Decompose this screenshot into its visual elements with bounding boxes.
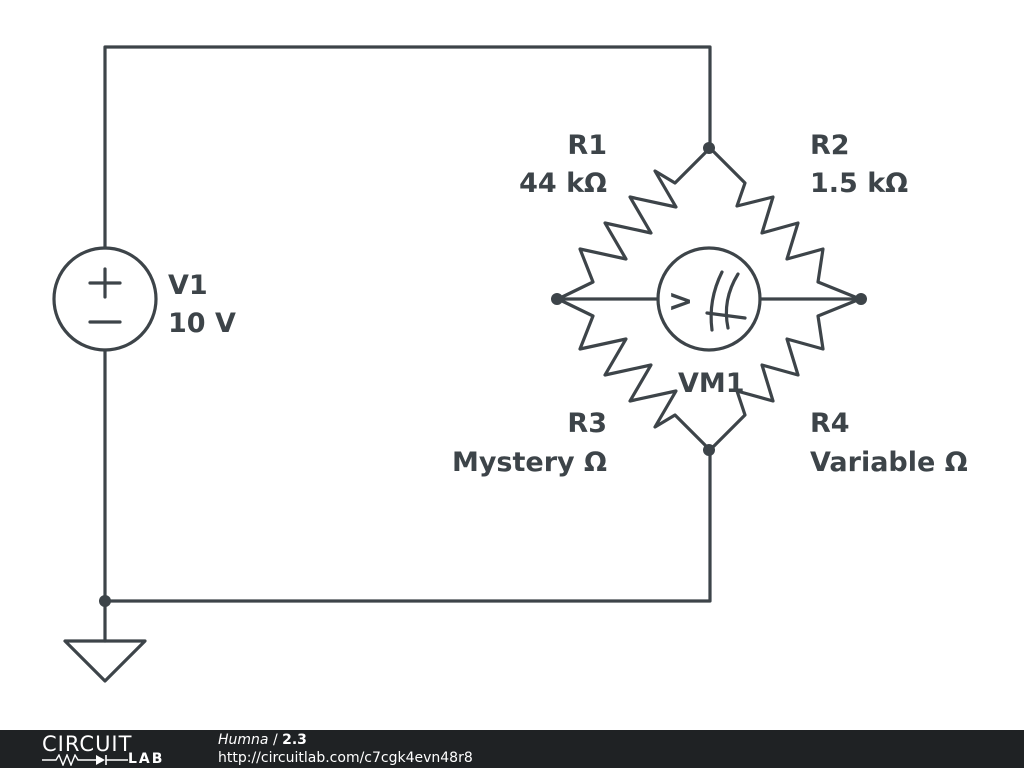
footer-bar: CIRCUIT LAB Humna / 2.3 http://circuitla… xyxy=(0,730,1024,768)
node-bottom xyxy=(703,444,715,456)
circuit-url-link[interactable]: http://circuitlab.com/c7cgk4evn48r8 xyxy=(218,750,473,766)
vm1-symbol: > xyxy=(668,284,693,319)
circuitlab-logo[interactable]: CIRCUIT LAB xyxy=(42,732,182,767)
voltage-source-v1 xyxy=(52,246,158,352)
author-name[interactable]: Humna xyxy=(218,732,269,748)
node-right xyxy=(855,293,867,305)
logo-text-circuit: CIRCUIT xyxy=(42,732,133,756)
v1-name-label: V1 xyxy=(168,270,208,301)
node-ground xyxy=(99,595,111,607)
circuit-version: 2.3 xyxy=(282,732,307,748)
r3-value-label: Mystery Ω xyxy=(452,447,607,478)
voltmeter-vm1 xyxy=(656,246,762,352)
vm1-name-label: VM1 xyxy=(678,368,745,399)
r2-value-label: 1.5 kΩ xyxy=(810,168,908,199)
credit-separator: / xyxy=(268,732,283,748)
wire-top xyxy=(103,45,712,250)
r4-name-label: R4 xyxy=(810,408,850,439)
wires xyxy=(103,45,862,643)
r1-value-label: 44 kΩ xyxy=(519,168,607,199)
node-left xyxy=(551,293,563,305)
resistor-diode-icon xyxy=(42,754,128,766)
node-top xyxy=(703,142,715,154)
r1-name-label: R1 xyxy=(567,130,607,161)
r4-value-label: Variable Ω xyxy=(810,447,968,478)
circuit-schematic: V1 10 V > VM1 R1 44 kΩ R2 1.5 kΩ R3 Myst… xyxy=(52,45,968,683)
circuit-credit: Humna / 2.3 xyxy=(218,731,307,749)
r2-name-label: R2 xyxy=(810,130,850,161)
resistor-r3 xyxy=(556,297,712,452)
resistor-r4 xyxy=(708,297,862,452)
resistor-r1 xyxy=(556,146,712,301)
v1-value-label: 10 V xyxy=(168,308,236,339)
logo-text-lab: LAB xyxy=(128,751,165,767)
r3-name-label: R3 xyxy=(567,408,607,439)
wire-bottom xyxy=(103,348,712,603)
junction-nodes xyxy=(99,142,867,607)
resistor-r2 xyxy=(708,146,862,301)
ground-symbol xyxy=(63,639,147,683)
